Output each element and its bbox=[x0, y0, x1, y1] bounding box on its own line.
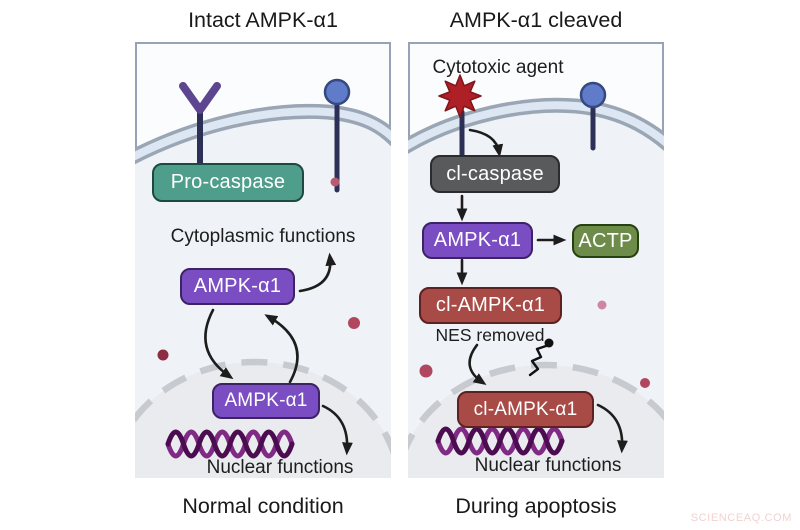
cell-membrane bbox=[135, 103, 391, 165]
arrow-to-nuclear-functions bbox=[596, 403, 628, 454]
cl-caspase-box: cl-caspase bbox=[430, 155, 560, 193]
panel-intact: Pro-caspase Cytoplasmic functions AMPK-α… bbox=[135, 42, 391, 478]
nuclear-functions-label: Nuclear functions bbox=[474, 455, 622, 476]
cytotoxic-agent-label: Cytotoxic agent bbox=[432, 57, 564, 78]
signal-dot-icon bbox=[640, 378, 650, 388]
ampk-box: AMPK-α1 bbox=[422, 222, 533, 259]
cl-ampk-nuclear-box: cl-AMPK-α1 bbox=[457, 391, 594, 428]
arrow-out-of-nucleus bbox=[264, 314, 299, 384]
caption-during-apoptosis: During apoptosis bbox=[455, 494, 617, 518]
watermark: SCIENCEAQ.COM bbox=[690, 512, 792, 524]
nes-removed-label: NES removed bbox=[435, 325, 545, 345]
nuclear-functions-label: Nuclear functions bbox=[206, 457, 354, 478]
panel-title-intact: Intact AMPK-α1 bbox=[188, 8, 338, 32]
nes-tail-icon bbox=[528, 338, 554, 377]
ampk-nuclear-box: AMPK-α1 bbox=[212, 383, 320, 419]
arrow-to-nuclear-functions bbox=[321, 404, 353, 456]
signal-dot-icon bbox=[330, 177, 340, 187]
actp-box: ACTP bbox=[572, 224, 639, 258]
lollipop-receptor-icon bbox=[579, 81, 607, 151]
arrow-to-cytoplasmic-functions bbox=[298, 252, 337, 293]
panel-title-cleaved: AMPK-α1 cleaved bbox=[449, 8, 623, 32]
dna-helix-icon bbox=[165, 429, 295, 459]
caption-normal-condition: Normal condition bbox=[182, 494, 344, 518]
arrow-into-nucleus bbox=[468, 343, 487, 386]
pro-caspase-box: Pro-caspase bbox=[152, 163, 304, 202]
signal-dot-icon bbox=[348, 317, 360, 329]
panel-cleaved: Cytotoxic agent cl-caspase AMPK-α1 ACTP … bbox=[408, 42, 664, 478]
signal-dot-icon bbox=[419, 364, 433, 378]
cell-membrane bbox=[408, 97, 664, 155]
cl-ampk-box: cl-AMPK-α1 bbox=[419, 287, 562, 324]
signal-dot-icon bbox=[597, 300, 607, 310]
dna-helix-icon bbox=[435, 426, 565, 456]
cytotoxic-agent-icon bbox=[438, 74, 482, 160]
lollipop-receptor-icon bbox=[323, 78, 351, 193]
cytoplasmic-functions-label: Cytoplasmic functions bbox=[170, 226, 356, 247]
arrow-into-nucleus bbox=[204, 308, 234, 380]
signal-dot-icon bbox=[157, 349, 169, 361]
ampk-cytoplasmic-box: AMPK-α1 bbox=[180, 268, 295, 305]
arrow-receptor-to-caspase bbox=[468, 128, 504, 158]
